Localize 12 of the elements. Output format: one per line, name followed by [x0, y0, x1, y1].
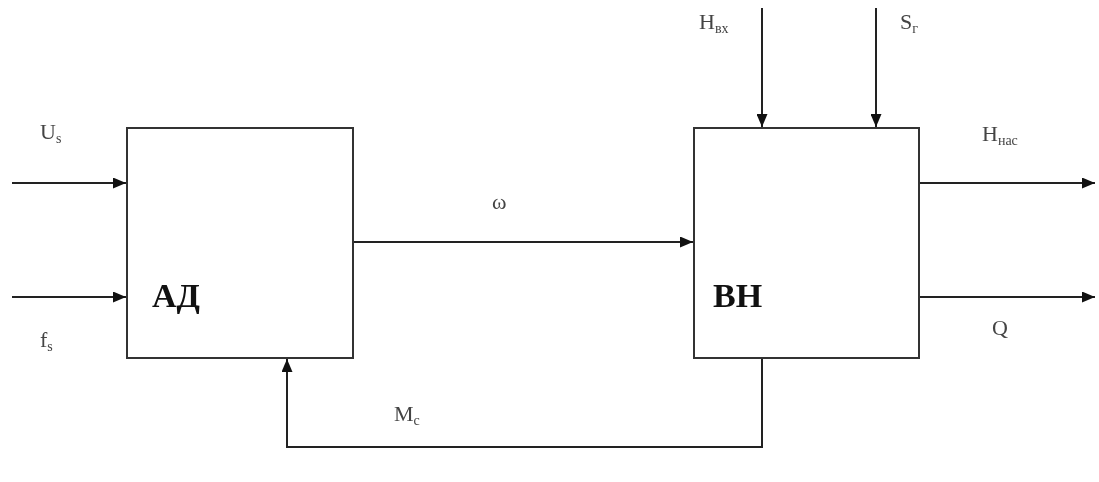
arrow	[919, 177, 1096, 189]
block-label: АД	[152, 277, 200, 315]
arrow	[281, 358, 763, 448]
block-label: ВН	[713, 277, 763, 315]
arrow	[11, 291, 127, 303]
process-box	[693, 127, 920, 359]
arrow	[756, 7, 768, 128]
process-box	[126, 127, 354, 359]
arrow	[11, 177, 127, 189]
arrow	[353, 236, 694, 248]
arrow	[919, 291, 1096, 303]
arrow	[870, 7, 882, 128]
